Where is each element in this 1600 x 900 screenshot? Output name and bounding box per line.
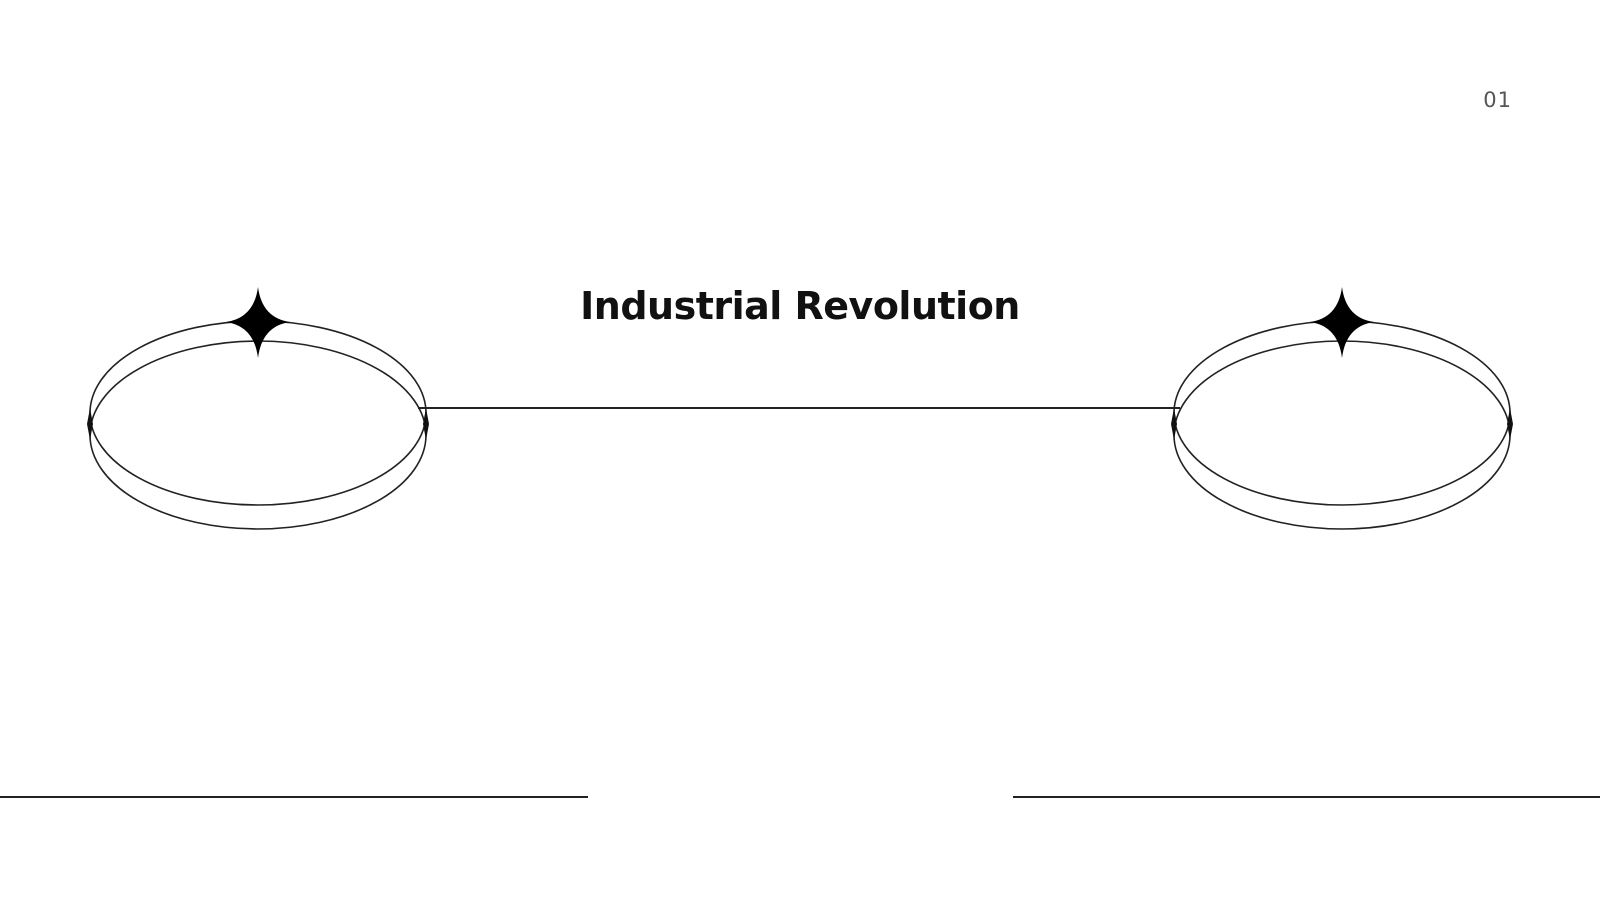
right-ring-edge-diamond-left — [1171, 408, 1177, 440]
right-ring-edge-diamond-right — [1507, 408, 1513, 440]
right-star-icon — [1310, 287, 1374, 358]
slide-title: Industrial Revolution — [580, 284, 1020, 328]
left-ring-edge-diamond-left — [87, 408, 93, 440]
page-number: 01 — [1483, 88, 1512, 112]
left-ring-edge-diamond-right — [423, 408, 429, 440]
left-ring-bottom-ellipse — [89, 340, 427, 530]
left-star-icon — [226, 287, 290, 358]
right-ring-bottom-ellipse — [1173, 340, 1511, 530]
